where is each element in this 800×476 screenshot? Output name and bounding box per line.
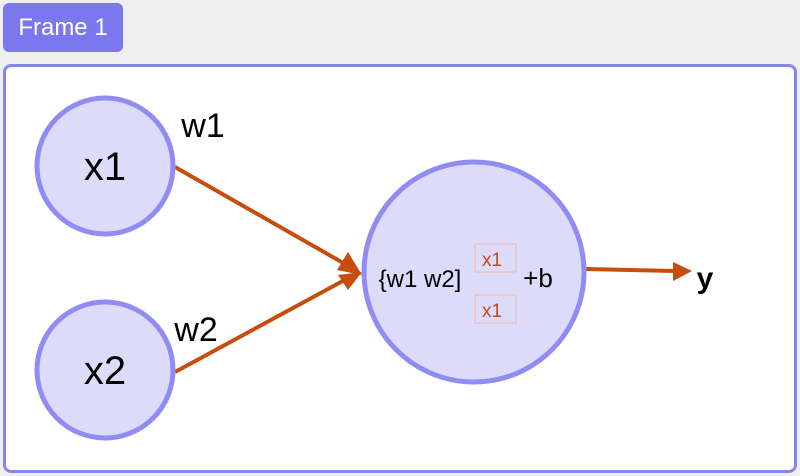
vector-top-box bbox=[474, 243, 517, 273]
edge-neuron-to-y bbox=[585, 267, 677, 273]
edge-x2-arrowhead bbox=[338, 272, 362, 290]
neuron-weights-vector: {w1 w2] bbox=[379, 266, 462, 293]
input-node-x1[interactable] bbox=[34, 95, 176, 237]
vector-bottom-box bbox=[474, 294, 517, 324]
output-label-y: y bbox=[697, 262, 714, 295]
neuron-node[interactable] bbox=[361, 159, 587, 385]
edge-x2-to-neuron bbox=[174, 274, 353, 374]
edge-x1-to-neuron bbox=[174, 165, 353, 270]
vector-bottom-entry: x1 bbox=[482, 301, 502, 322]
input-node-x1-label: x1 bbox=[84, 145, 126, 189]
input-node-x2-label: x2 bbox=[84, 349, 126, 393]
frame-title-tab[interactable]: Frame 1 bbox=[3, 3, 123, 52]
edge-x1-arrowhead bbox=[337, 252, 362, 275]
weight-label-w1: w1 bbox=[180, 107, 224, 145]
input-node-x2[interactable] bbox=[34, 299, 176, 441]
vector-top-entry: x1 bbox=[482, 250, 502, 271]
edge-y-arrowhead bbox=[673, 262, 692, 281]
weight-label-w2: w2 bbox=[173, 311, 217, 349]
neuron-bias-term: +b bbox=[523, 263, 553, 293]
